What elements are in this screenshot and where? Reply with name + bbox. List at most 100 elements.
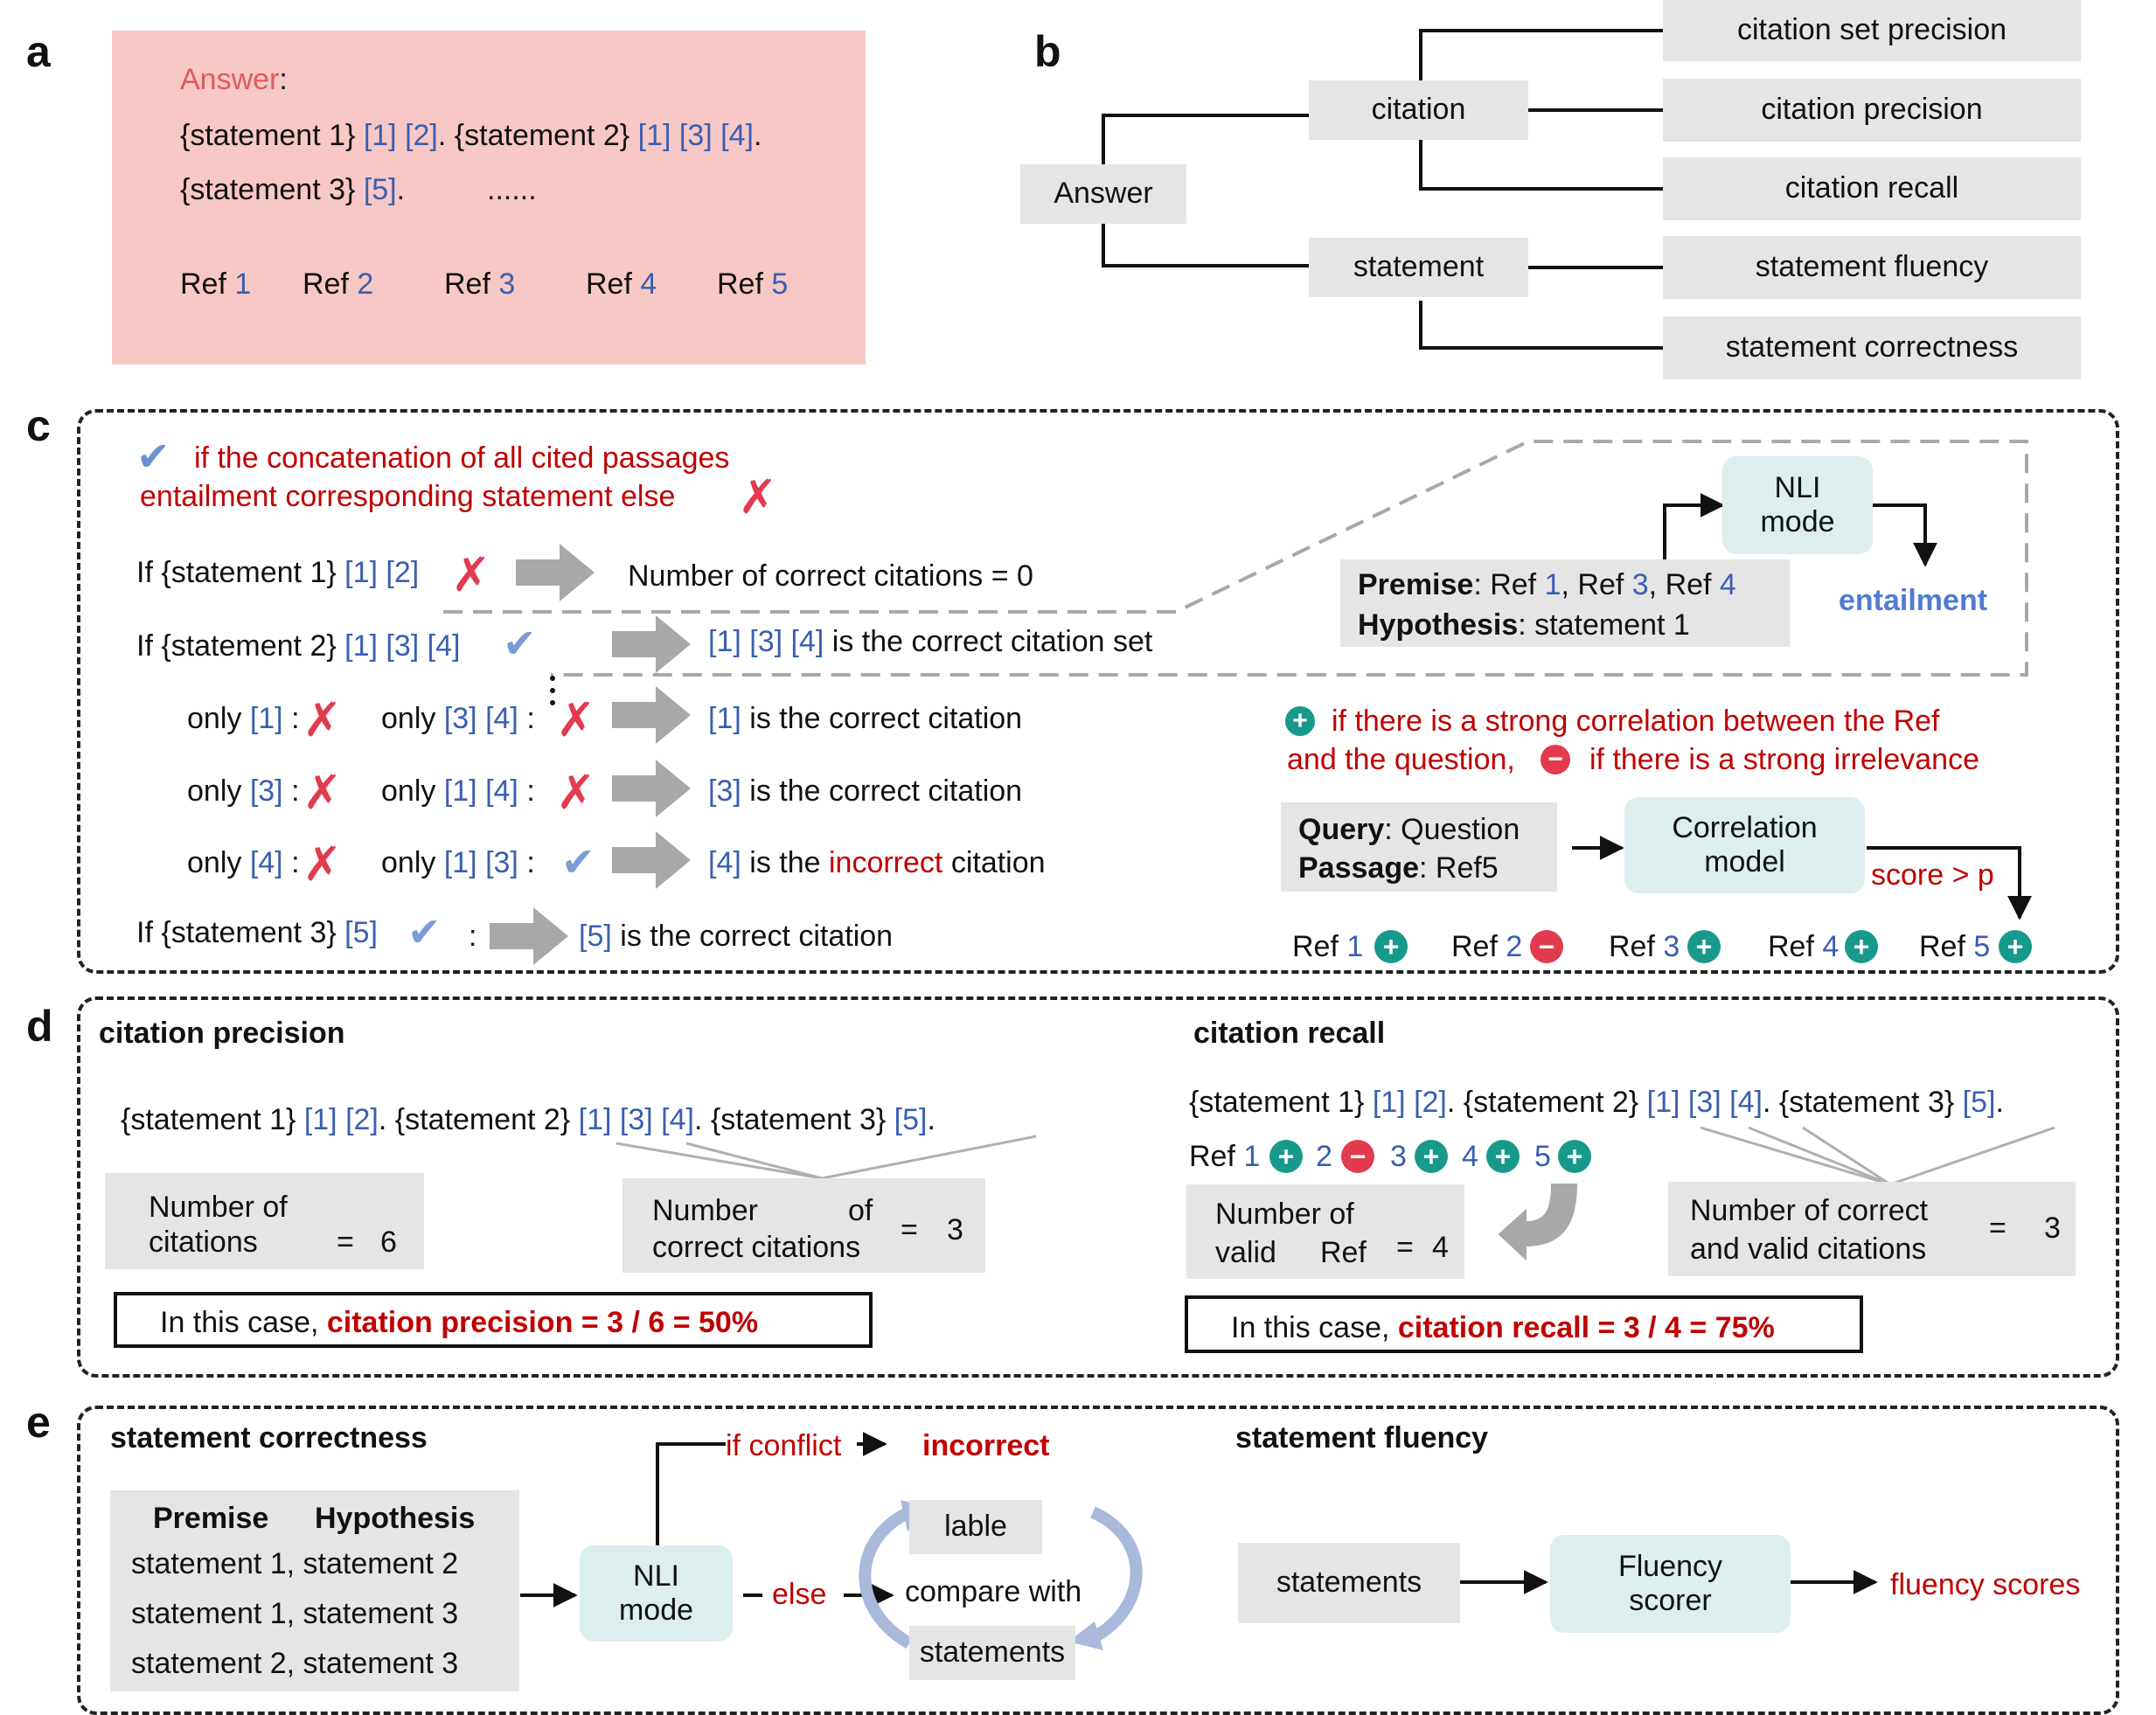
cross-icon: ✗ [303, 838, 343, 891]
minus-icon: − [1530, 930, 1563, 963]
if-conflict-label: if conflict [726, 1429, 842, 1462]
cross-icon: ✗ [303, 694, 343, 746]
lable-box: lable [909, 1500, 1042, 1554]
plus-icon: + [1374, 930, 1408, 963]
check-icon: ✔ [561, 839, 595, 885]
only-result: [1] is the correct citation [708, 702, 1023, 735]
corr-line-2a: and the question, [1287, 743, 1515, 776]
correlation-model-box: Correlation model [1624, 797, 1865, 893]
precision-result: In this case, citation precision = 3 / 6… [160, 1306, 759, 1339]
ref-number: 2 [1316, 1140, 1332, 1173]
num-citations-value: 6 [380, 1225, 397, 1259]
hypothesis-line: Hypothesis: statement 1 [1358, 608, 1690, 642]
query-box [1281, 802, 1557, 892]
tree-node-statement: statement [1309, 238, 1528, 297]
num-correct-label: Number [652, 1194, 758, 1227]
valid-ref-label: valid [1215, 1236, 1276, 1269]
ref-score: Ref 2 [1451, 930, 1523, 963]
gray-arrows [490, 544, 691, 965]
tree-lines [1102, 29, 1663, 350]
equals: = [1396, 1231, 1414, 1264]
check-icon: ✔ [407, 909, 442, 955]
valid-ref-value: 4 [1432, 1231, 1449, 1264]
equals: = [901, 1213, 918, 1246]
ref-label: Ref 2 [303, 267, 374, 301]
minus-icon: − [1540, 745, 1570, 774]
incorrect-label: incorrect [922, 1429, 1050, 1462]
statements-box: statements [909, 1626, 1075, 1680]
ref-label: Ref 5 [717, 267, 789, 301]
valid-ref-label: Ref [1320, 1236, 1367, 1269]
nli-mode-box: NLI mode [580, 1545, 733, 1642]
else-label: else [772, 1578, 827, 1611]
row2-label: If {statement 2} [1] [3] [4] [136, 629, 461, 663]
fluency-scorer-box: Fluency scorer [1550, 1535, 1791, 1633]
passage-line: Passage: Ref5 [1298, 851, 1499, 885]
check-icon: ✔ [503, 621, 537, 666]
only-result: [3] is the correct citation [708, 774, 1023, 808]
recall-sequence: {statement 1} [1] [2]. {statement 2} [1]… [1189, 1086, 2004, 1119]
panel-label-e: e [26, 1398, 51, 1447]
rule-line-2: entailment corresponding statement else [140, 480, 676, 513]
premise-line: Premise: Ref 1, Ref 3, Ref 4 [1358, 568, 1736, 601]
valid-ref-box [1186, 1184, 1464, 1279]
valid-ref-label: Number of [1215, 1198, 1354, 1231]
panel-label-a: a [26, 27, 51, 76]
plus-icon: + [1415, 1140, 1448, 1173]
corr-line-1: if there is a strong correlation between… [1332, 705, 1940, 738]
ref-label: Ref 4 [586, 267, 657, 301]
cross-icon: ✗ [303, 767, 343, 819]
ref-score: Ref 4 [1768, 930, 1840, 963]
row6-label: If {statement 3} [5] [136, 916, 378, 949]
num-citations-box [105, 1173, 424, 1269]
entailment-label: entailment [1839, 584, 1988, 617]
pair-row: statement 1, statement 2 [131, 1547, 459, 1580]
rule-line-1: if the concatenation of all cited passag… [194, 441, 730, 475]
ref-label: Ref 1 [180, 267, 252, 301]
only-label: only [3] : [187, 774, 300, 808]
recall-result: In this case, citation recall = 3 / 4 = … [1231, 1311, 1775, 1344]
plus-icon: + [1845, 930, 1878, 963]
fluency-title: statement fluency [1235, 1421, 1489, 1455]
tree-node-citation: citation [1309, 80, 1528, 140]
loop-arrow-left [859, 1506, 913, 1649]
precision-title: citation precision [99, 1017, 345, 1050]
panel-label-d: d [26, 1002, 53, 1051]
num-correct-box [622, 1178, 985, 1273]
tree-node-answer: Answer [1020, 164, 1186, 224]
loop-arrow-right [1088, 1506, 1143, 1645]
compare-with-label: compare with [905, 1575, 1082, 1608]
tree-leaf: statement correctness [1663, 316, 2081, 379]
num-correct-value: 3 [947, 1213, 963, 1246]
panel-label-b: b [1034, 27, 1061, 76]
ref-score: Ref 1 [1292, 930, 1364, 963]
cross-icon: ✗ [556, 694, 596, 746]
panel-e-frame [77, 1406, 2119, 1715]
nli-callout [443, 440, 2028, 677]
corr-line-2b: if there is a strong irrelevance [1589, 743, 1979, 776]
only-label: only [1] : [187, 702, 300, 735]
pair-row: statement 1, statement 3 [131, 1597, 459, 1630]
minus-icon: − [1341, 1140, 1374, 1173]
pairs-box [110, 1490, 519, 1691]
answer-box [112, 31, 866, 365]
pair-row: statement 2, statement 3 [131, 1647, 459, 1680]
row2-result: [1] [3] [4] is the correct citation set [708, 625, 1153, 658]
only-label: only [1] [3] : [381, 846, 535, 879]
plus-icon: + [1285, 706, 1315, 736]
nli-mode-box: NLI mode [1722, 456, 1873, 554]
equals: = [337, 1225, 354, 1259]
num-citations-label: citations [149, 1225, 258, 1259]
premise-header: Premise [153, 1502, 269, 1535]
row6-result: [5] is the correct citation [579, 920, 894, 953]
ref-label: Ref 3 [444, 267, 516, 301]
plus-icon: + [1687, 930, 1721, 963]
ref-number: 3 [1390, 1140, 1407, 1173]
plus-icon: + [1558, 1140, 1591, 1173]
panel-c-frame [77, 409, 2119, 974]
num-correct-label: of [848, 1194, 873, 1227]
row1-label: If {statement 1} [1] [2] [136, 556, 420, 589]
tree-leaf: citation recall [1663, 157, 2081, 220]
query-line: Query: Question [1298, 813, 1520, 846]
